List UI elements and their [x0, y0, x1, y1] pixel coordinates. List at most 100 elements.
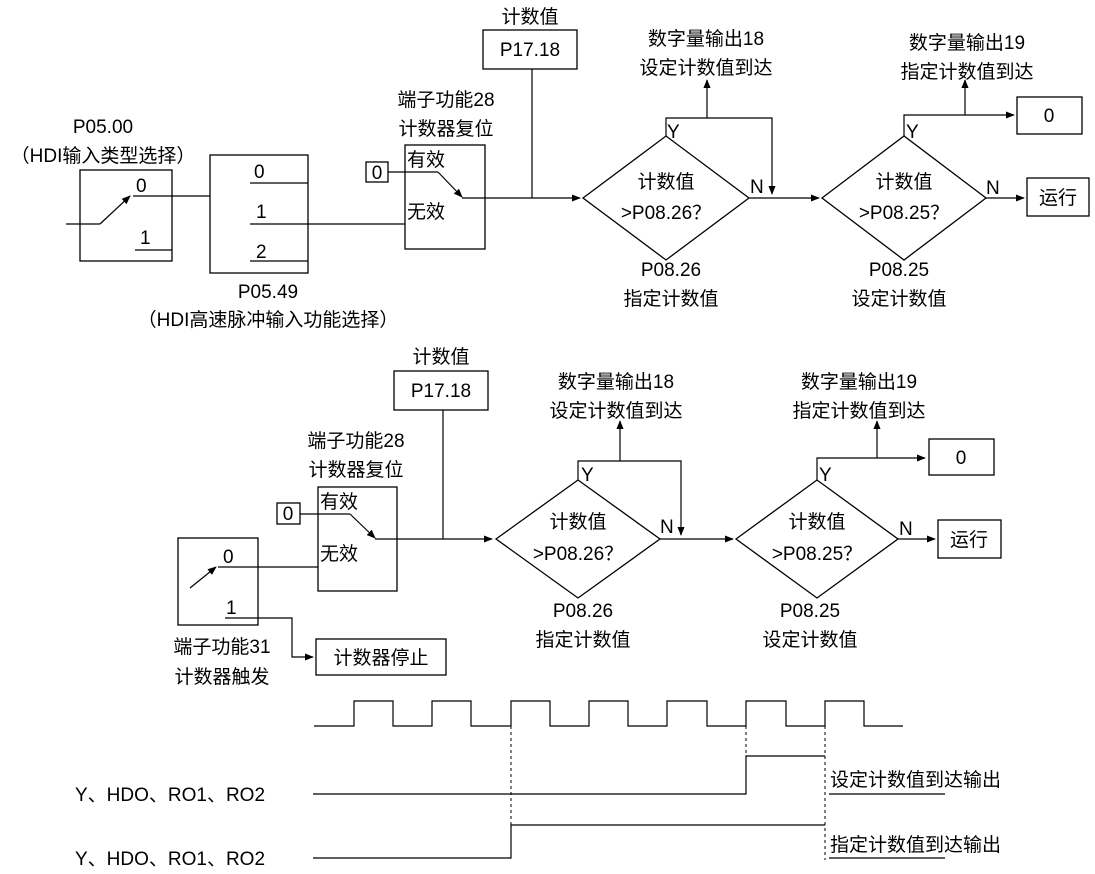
top-out19-line1: 数字量输出19 [909, 32, 1025, 54]
bottom-reset-title-line1: 端子功能28 [307, 430, 404, 452]
top-pulse-func-opt2: 2 [256, 242, 267, 263]
top-reset-title-line2: 计数器复位 [398, 118, 493, 140]
bottom-run-box [937, 519, 1002, 559]
top-reset-valid: 有效 [407, 149, 445, 171]
top-decision2-n: N [986, 178, 1000, 199]
bottom-decision2-n: N [899, 519, 913, 540]
pulse-train [314, 700, 903, 727]
bottom-reset-title-line2: 计数器复位 [308, 459, 403, 481]
bottom-stop-box [315, 638, 447, 676]
bottom-decision1-code: P08.26 [553, 601, 613, 622]
top-out18-line1: 数字量输出18 [648, 28, 764, 50]
signal2-label: Y、HDO、RO1、RO2 [75, 849, 265, 870]
top-hdi-switch-arm [99, 195, 131, 225]
top-run-box [1026, 177, 1090, 217]
top-decision1-line1: 计数值 [637, 171, 694, 193]
top-decision1-yes-loop [665, 117, 776, 195]
bottom-decision1-desc: 指定计数值 [535, 629, 630, 651]
top-reset-switch-arm [437, 171, 463, 198]
top-decision1-code: P08.26 [641, 260, 701, 281]
bottom-run-label: 运行 [950, 529, 988, 551]
top-decision2-diamond [820, 135, 988, 261]
top-decision1-line2: >P08.26？ [621, 203, 711, 224]
bottom-decision2-yes-line [816, 454, 926, 480]
bottom-out18-line2: 设定计数值到达 [549, 400, 682, 422]
top-counter-value-box [482, 29, 578, 70]
top-zero-box [1016, 96, 1083, 135]
top-pulse-func-desc: （HDI高速脉冲输入功能选择） [138, 309, 399, 331]
bottom-switch-opt0: 0 [223, 547, 234, 568]
signal1-label: Y、HDO、RO1、RO2 [75, 785, 265, 806]
bottom-reset-zero: 0 [283, 504, 294, 525]
signal1-desc: 设定计数值到达输出 [830, 769, 1001, 791]
top-counter-value-code: P17.18 [500, 40, 560, 61]
top-pulse-func-opt0: 0 [254, 162, 265, 183]
bottom-out19-line2: 指定计数值到达 [792, 400, 925, 422]
top-zero-label: 0 [1044, 106, 1055, 127]
bottom-zero-box [928, 438, 995, 476]
bottom-trigger-line2: 计数器触发 [174, 666, 269, 688]
top-decision1-diamond [581, 135, 751, 261]
top-hdi-type-opt1: 1 [140, 228, 151, 249]
top-decision1-y: Y [667, 122, 680, 143]
bottom-decision2-code: P08.25 [780, 601, 840, 622]
signal2-desc: 指定计数值到达输出 [830, 834, 1001, 856]
bottom-switch-box [177, 537, 259, 626]
bottom-trigger-line1: 端子功能31 [173, 636, 270, 658]
bottom-reset-switch-arm [349, 513, 376, 539]
bottom-decision2-diamond [734, 479, 900, 599]
bottom-decision1-yes-loop [577, 460, 685, 536]
top-reset-invalid: 无效 [407, 201, 445, 223]
signal2-waveform [313, 824, 825, 859]
bottom-decision1-line1: 计数值 [549, 511, 606, 533]
bottom-counter-value-code: P17.18 [411, 381, 471, 402]
top-out19-line2: 指定计数值到达 [900, 61, 1033, 83]
top-decision2-yes-line [903, 111, 1015, 136]
top-run-label: 运行 [1039, 187, 1077, 209]
top-pulse-func-box [209, 154, 309, 274]
bottom-decision1-y: Y [581, 465, 594, 486]
top-hdi-type-code: P05.00 [73, 117, 133, 138]
top-decision2-line1: 计数值 [875, 171, 932, 193]
bottom-decision1-n: N [660, 517, 674, 538]
top-out18-line2: 设定计数值到达 [639, 57, 772, 79]
bottom-out18-line1: 数字量输出18 [558, 371, 674, 393]
bottom-stop-label: 计数器停止 [333, 647, 428, 669]
top-hdi-type-opt0: 0 [136, 176, 147, 197]
bottom-decision2-line2: >P08.25？ [772, 544, 862, 565]
bottom-decision2-desc: 设定计数值 [762, 629, 857, 651]
bottom-switch-opt1-line [225, 617, 314, 661]
bottom-counter-value-box [393, 370, 489, 411]
top-decision1-n: N [750, 177, 764, 198]
bottom-reset-invalid: 无效 [320, 543, 358, 565]
top-decision2-desc: 设定计数值 [851, 288, 946, 310]
top-reset-title-line1: 端子功能28 [397, 89, 494, 111]
top-decision2-y: Y [906, 122, 919, 143]
bottom-out19-line1: 数字量输出19 [801, 371, 917, 393]
top-counter-value-title: 计数值 [501, 6, 558, 28]
bottom-zero-label: 0 [956, 448, 967, 469]
bottom-decision2-line1: 计数值 [788, 511, 845, 533]
bottom-decision2-y: Y [819, 465, 832, 486]
bottom-decision1-line2: >P08.26？ [533, 544, 623, 565]
bottom-reset-valid: 有效 [320, 491, 358, 513]
bottom-switch-opt1: 1 [226, 598, 237, 619]
top-pulse-func-code: P05.49 [238, 282, 298, 303]
timing-diagram: Y、HDO、RO1、RO2 设定计数值到达输出 Y、HDO、RO1、RO2 指定… [75, 700, 1001, 870]
bottom-decision1-diamond [494, 479, 662, 599]
bottom-flow-diagram: 计数值 P17.18 端子功能28 计数器复位 有效 无效 0 0 1 计数器停… [173, 346, 1002, 688]
top-pulse-func-opt1: 1 [256, 202, 267, 223]
top-decision1-desc: 指定计数值 [623, 288, 718, 310]
top-hdi-type-box [79, 169, 173, 262]
top-reset-zero: 0 [372, 163, 383, 184]
top-hdi-type-desc: （HDI输入类型选择） [11, 145, 196, 167]
signal1-waveform [313, 755, 825, 795]
bottom-switch-arm [189, 566, 217, 589]
top-reset-box [404, 144, 486, 250]
top-decision2-code: P08.25 [869, 260, 929, 281]
bottom-counter-value-title: 计数值 [412, 346, 469, 368]
top-decision2-line2: >P08.25？ [859, 203, 949, 224]
top-flow-diagram: 计数值 P17.18 P05.00 （HDI输入类型选择） 0 1 0 1 2 … [11, 6, 1090, 331]
